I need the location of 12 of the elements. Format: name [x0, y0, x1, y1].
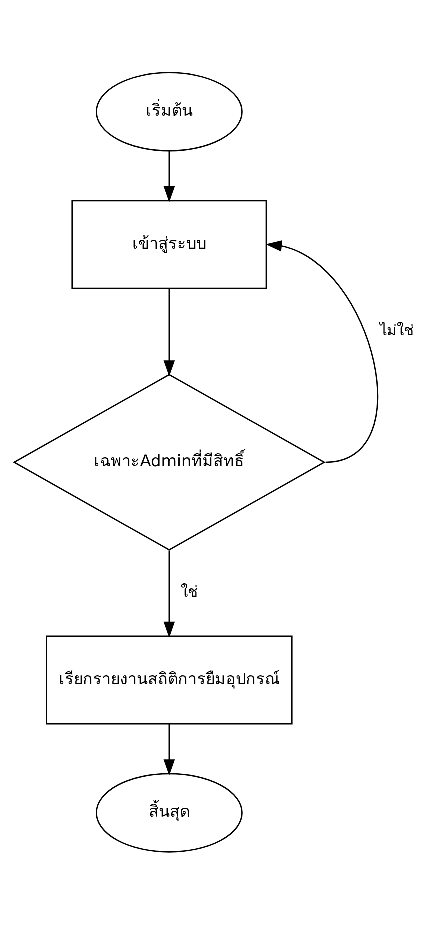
edge-label: ไม่ใช่ [379, 322, 414, 340]
node-ellipse: เริ่มต้น [95, 72, 242, 152]
node-diamond: เฉพาะAdminที่มีสิทธิ์ [12, 374, 326, 551]
node-ellipse: สิ้นสุด [95, 773, 242, 853]
arrow [163, 550, 175, 638]
edge-label: ใช่ [180, 584, 198, 602]
arrow [163, 288, 175, 377]
arrow [163, 151, 175, 203]
arrow [265, 240, 378, 464]
node-box: เรียกรายงานสถิติการยืมอุปกรณ์ [46, 636, 292, 725]
node-box: เข้าสู่ระบบ [71, 200, 267, 290]
arrow [163, 724, 175, 776]
